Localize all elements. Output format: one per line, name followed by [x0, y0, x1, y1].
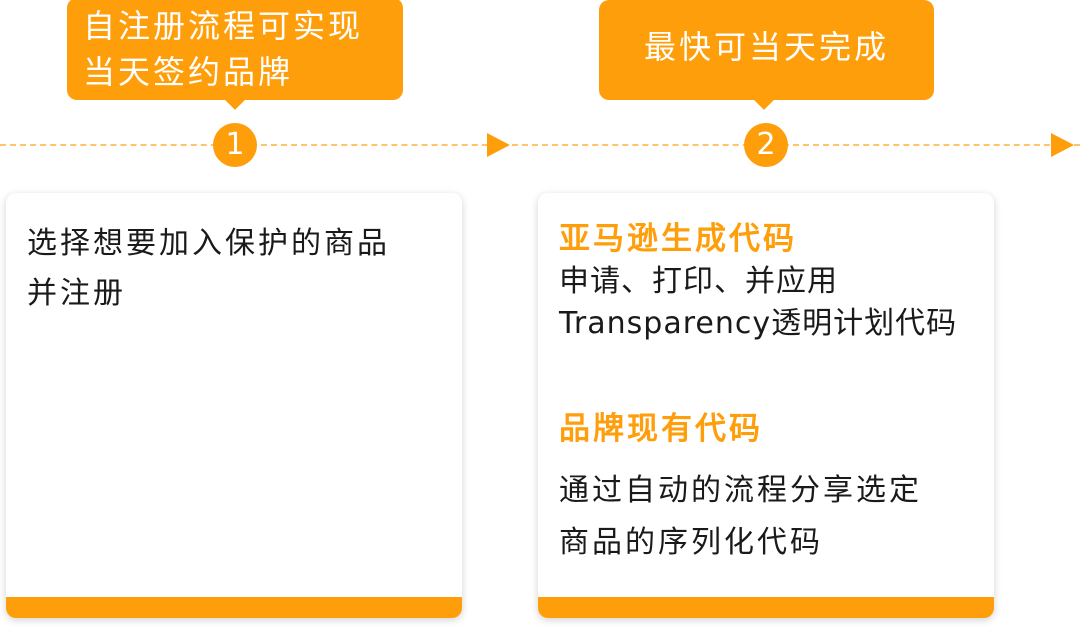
step-1-card-line-1: 选择想要加入保护的商品	[27, 226, 390, 261]
card-accent-bar	[538, 597, 994, 618]
amazon-code-desc-line-1: 申请、打印、并应用	[559, 264, 838, 299]
amazon-code-description: 申请、打印、并应用 Transparency透明计划代码	[559, 261, 984, 345]
arrow-right-triangle-icon	[487, 133, 510, 157]
step-2-number-badge: 2	[744, 123, 788, 167]
step-1-card-line-2: 并注册	[27, 276, 126, 311]
brand-code-desc-line-1: 通过自动的流程分享选定	[559, 473, 922, 508]
step-2-callout-line-1: 最快可当天完成	[643, 28, 889, 66]
step-1-callout-line-1: 自注册流程可实现	[83, 7, 364, 45]
brand-code-description: 通过自动的流程分享选定 商品的序列化代码	[559, 465, 984, 569]
card-accent-bar	[6, 597, 462, 618]
timeline-dashed-line	[0, 144, 1080, 146]
step-1-callout-line-2: 当天签约品牌	[83, 53, 294, 91]
step-1-card-text: 选择想要加入保护的商品 并注册	[27, 219, 442, 319]
amazon-code-heading: 亚马逊生成代码	[559, 221, 797, 257]
step-2-card: 亚马逊生成代码 申请、打印、并应用 Transparency透明计划代码 品牌现…	[538, 193, 994, 618]
arrow-right-triangle-icon	[1051, 133, 1074, 157]
step-1-card: 选择想要加入保护的商品 并注册	[6, 193, 462, 618]
step-1-callout: 自注册流程可实现 当天签约品牌	[67, 0, 403, 100]
step-1-number-badge: 1	[213, 123, 257, 167]
brand-code-heading: 品牌现有代码	[559, 411, 763, 447]
amazon-code-desc-line-2: Transparency透明计划代码	[559, 306, 958, 341]
step-2-callout: 最快可当天完成	[599, 0, 934, 100]
brand-code-desc-line-2: 商品的序列化代码	[559, 525, 823, 560]
